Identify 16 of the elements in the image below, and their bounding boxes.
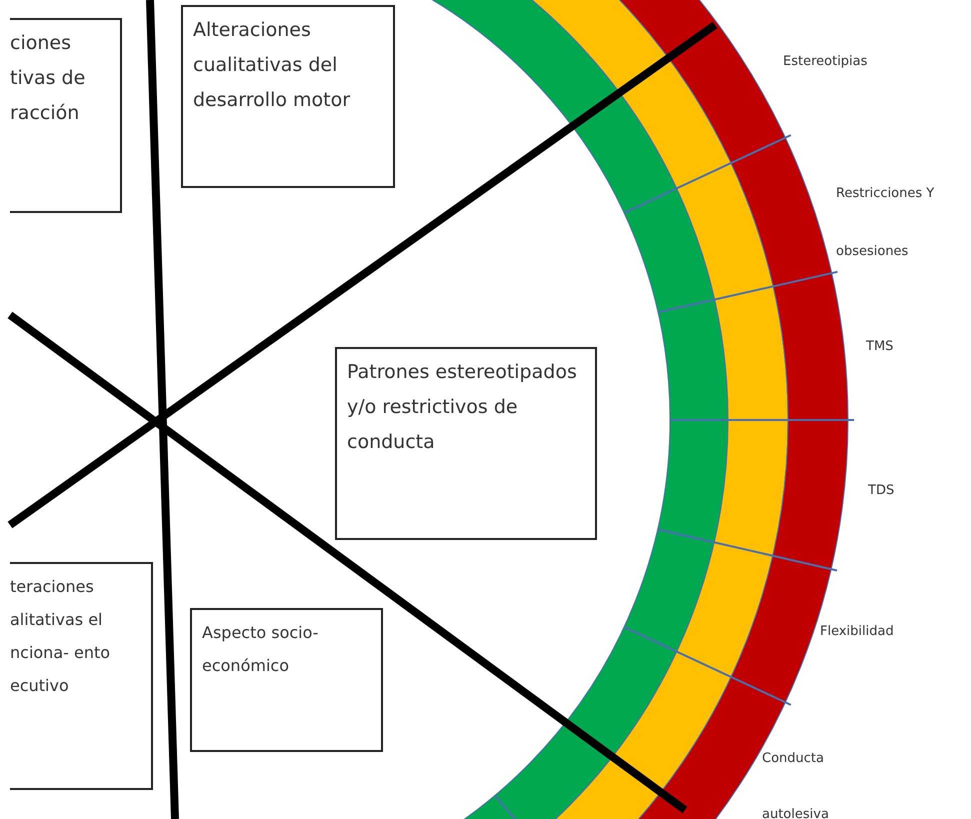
box-text: Patrones estereotipados y/o restrictivos de conducta — [347, 360, 578, 455]
segment-label: Restricciones Y obsesiones — [836, 185, 936, 261]
text-box — [335, 347, 597, 540]
text-box — [10, 562, 153, 790]
box-text: ciones tivas de racción — [10, 31, 86, 126]
text-box — [190, 608, 383, 752]
box-text: teraciones alitativas el nciona- ento ecutivo — [10, 576, 112, 697]
segment-label: Conducta autolesiva — [762, 750, 830, 819]
text-box — [10, 18, 122, 213]
segment-label: Flexibilidad — [820, 623, 895, 641]
box-text: Aspecto socio- económico — [202, 622, 320, 677]
segment-label: TDS — [868, 482, 896, 500]
box-text: Alteraciones cualitativas del desarrollo motor — [193, 18, 352, 113]
segment-label: TMS — [866, 338, 894, 356]
segment-label: Estereotipias — [783, 53, 868, 71]
text-box — [181, 5, 395, 188]
